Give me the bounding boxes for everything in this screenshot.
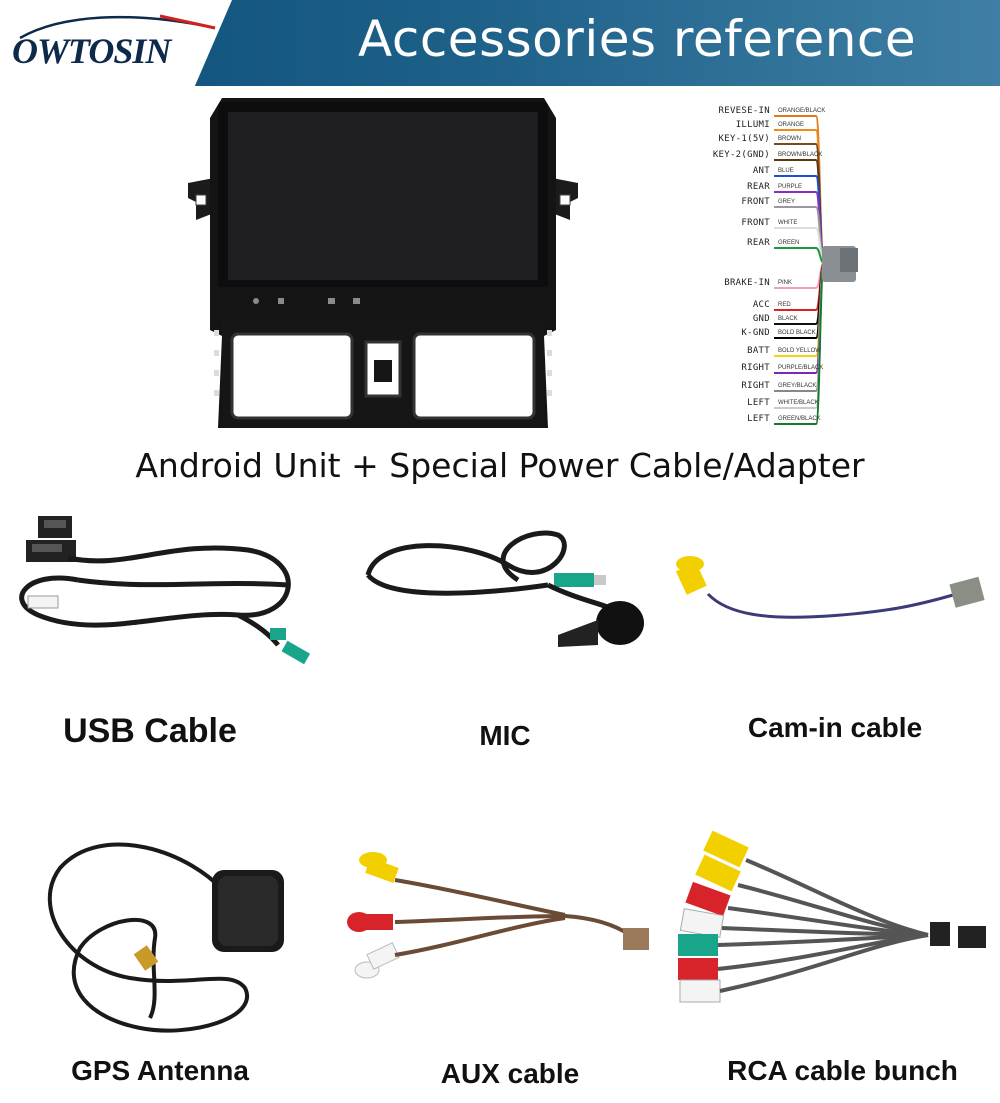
rca-cable-bunch-label: RCA cable bunch: [727, 1055, 958, 1086]
aux-cable-label: AUX cable: [440, 1058, 580, 1089]
wire-color-label: GREY: [778, 199, 796, 205]
usb-cable-image: [19, 516, 311, 665]
wire-line: [774, 206, 825, 264]
wire-color-label: BLUE: [778, 168, 794, 174]
mic-image: [365, 530, 644, 647]
wire-line: [774, 262, 825, 339]
usb-cable-label: USB Cable: [63, 712, 237, 750]
wire-color-label: BOLD YELLOW: [778, 348, 821, 354]
wire-name-label: GND: [752, 314, 770, 324]
aux-cable-image: [347, 852, 649, 979]
wire-name-label: ANT: [752, 166, 770, 176]
logo-text: OWTOSIN: [12, 31, 171, 71]
wire-name-label: ACC: [752, 300, 770, 310]
wiring-lines: [774, 115, 858, 425]
android-head-unit-image: [188, 98, 578, 428]
wire-name-label: RIGHT: [741, 381, 770, 391]
main-product-caption: Android Unit + Special Power Cable/Adapt…: [135, 446, 865, 485]
wire-line: [774, 262, 825, 325]
wire-color-label: ORANGE: [778, 122, 805, 128]
harness-connector-latch: [840, 248, 858, 272]
wire-color-label: GREEN/BLACK: [778, 416, 821, 422]
wire-color-label: WHITE: [778, 220, 798, 226]
wire-color-label: RED: [778, 302, 791, 308]
wire-name-label: LEFT: [747, 414, 770, 424]
wire-name-label: FRONT: [741, 218, 770, 228]
wire-color-label: BLACK: [778, 316, 798, 322]
wire-name-label: LEFT: [747, 398, 770, 408]
wire-color-label: WHITE/BLACK: [778, 400, 819, 406]
cam-in-cable-label: Cam-in cable: [747, 712, 923, 743]
wire-name-label: KEY-1(5V): [718, 134, 770, 144]
wire-color-label: BROWN/BLACK: [778, 152, 823, 158]
mic-label: MIC: [479, 720, 531, 751]
wire-color-label: PURPLE/BLACK: [778, 365, 824, 371]
wire-color-label: PURPLE: [778, 184, 803, 190]
page-title: Accessories reference: [358, 10, 917, 68]
wire-name-label: RIGHT: [741, 363, 770, 373]
brand-logo: OWTOSIN: [0, 0, 232, 86]
wiring-harness-diagram: REVESE-IN ORANGE/BLACK ILLUMI ORANGE KEY-1(5…: [712, 98, 878, 428]
cam-in-cable-image: [675, 556, 985, 619]
wire-color-label: GREEN: [778, 240, 800, 246]
wire-color-label: PINK: [778, 280, 793, 286]
header-banner: OWTOSIN Accessories reference: [0, 0, 1000, 86]
logo-car-swoosh-icon: [19, 14, 216, 40]
wire-name-label: FRONT: [741, 197, 770, 207]
wire-name-label: REVESE-IN: [718, 106, 770, 116]
wire-color-label: GREY/BLACK: [778, 383, 817, 389]
wire-name-label: REAR: [747, 238, 770, 248]
rca-cable-bunch-image: [678, 830, 986, 1003]
gps-antenna-label: GPS Antenna: [71, 1055, 249, 1086]
wire-color-label: BOLD BLACK: [778, 330, 816, 336]
wire-name-label: REAR: [747, 182, 770, 192]
wire-name-label: KEY-2(GND): [712, 150, 770, 160]
wire-name-label: BRAKE-IN: [724, 278, 770, 288]
wire-name-label: ILLUMI: [735, 120, 770, 130]
wire-line: [774, 247, 825, 264]
wire-name-label: K-GND: [741, 328, 770, 338]
wire-name-label: BATT: [747, 346, 770, 356]
wire-color-label: ORANGE/BLACK: [778, 108, 826, 114]
wire-color-label: BROWN: [778, 136, 801, 142]
gps-antenna-image: [47, 842, 284, 1033]
